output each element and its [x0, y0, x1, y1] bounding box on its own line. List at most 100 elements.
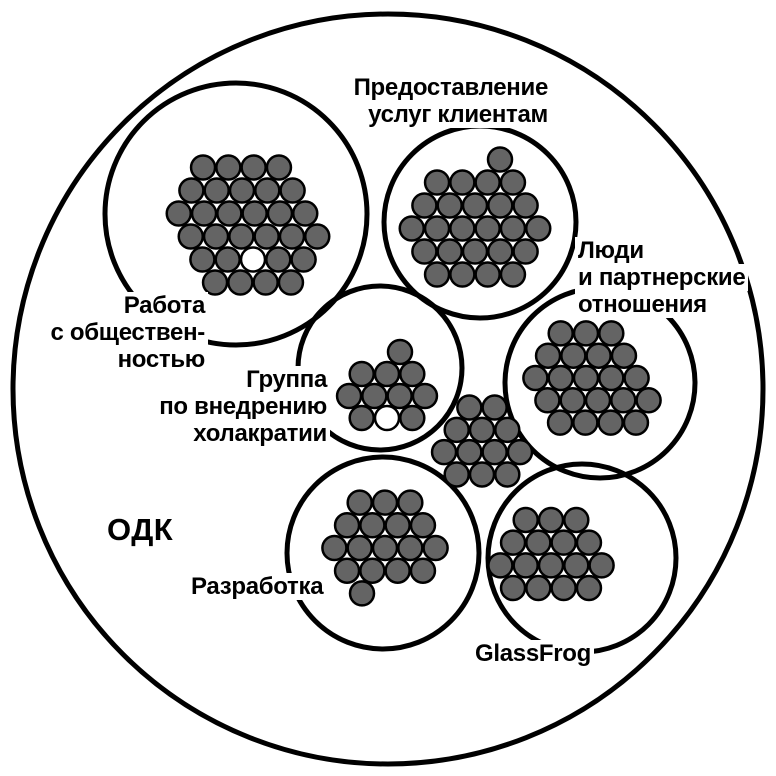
role-dot-client-services: [436, 192, 463, 219]
label-line: Люди: [575, 237, 647, 264]
role-dot-glassfrog: [550, 529, 577, 556]
role-dot-development: [346, 489, 373, 516]
label-line: с обществен-: [47, 319, 208, 346]
role-dot-general-company: [481, 394, 508, 421]
role-dot-development: [384, 512, 411, 539]
role-dot-community: [215, 154, 242, 181]
role-dot-client-services: [487, 192, 514, 219]
role-dot-development: [333, 512, 361, 539]
role-dot-glassfrog: [575, 529, 603, 556]
role-dot-community: [279, 177, 306, 204]
role-dot-client-services: [487, 238, 514, 265]
open-role-dot-community: [239, 246, 267, 273]
role-dot-glassfrog: [550, 574, 577, 602]
label-line: отношения: [575, 291, 710, 318]
role-dot-community: [292, 200, 319, 227]
circle-development: [284, 454, 482, 652]
role-dot-glassfrog: [512, 552, 539, 579]
role-dot-community: [189, 154, 217, 181]
role-dot-community: [203, 177, 230, 204]
role-dot-glassfrog: [537, 506, 565, 534]
role-dot-community: [228, 177, 256, 204]
role-dot-glassfrog: [537, 552, 565, 579]
role-dot-people-partnership: [546, 409, 574, 436]
role-dot-client-services: [398, 215, 425, 242]
role-dot-community: [265, 154, 293, 181]
role-dot-client-services: [512, 192, 539, 219]
role-dot-community: [278, 223, 306, 250]
role-dot-general-company: [494, 461, 521, 488]
role-dot-holacracy-group: [399, 360, 426, 388]
role-dot-client-services: [423, 215, 451, 242]
role-dot-glassfrog: [487, 552, 514, 579]
role-dot-development: [359, 557, 386, 584]
circle-community: [102, 80, 370, 348]
role-dot-glassfrog: [563, 506, 590, 534]
role-dot-community: [214, 246, 241, 273]
role-dot-client-services: [449, 215, 476, 242]
role-dot-client-services: [449, 169, 476, 196]
role-dot-holacracy-group: [361, 382, 388, 410]
role-dot-general-company: [443, 416, 470, 444]
role-dot-community: [216, 200, 243, 227]
role-dot-client-services: [461, 192, 489, 219]
role-dot-community: [277, 269, 305, 296]
role-dot-community: [201, 269, 229, 296]
role-dot-general-company: [494, 416, 521, 444]
role-dot-client-services: [474, 215, 501, 242]
role-dot-development: [359, 512, 386, 539]
role-dot-people-partnership: [622, 409, 650, 436]
role-dot-people-partnership: [597, 409, 624, 436]
role-dot-people-partnership: [610, 342, 638, 369]
role-dot-glassfrog: [499, 574, 527, 602]
label-line: Разработка: [188, 573, 327, 600]
role-dot-general-company: [481, 438, 508, 466]
role-dot-client-services: [486, 146, 514, 173]
label-line: по внедрению: [156, 393, 330, 420]
role-dot-client-services: [423, 261, 451, 288]
role-dot-glassfrog: [512, 506, 539, 534]
role-dot-glassfrog: [588, 552, 615, 579]
role-dot-glassfrog: [525, 529, 552, 556]
role-dot-community: [266, 200, 294, 227]
label-line: Предоставление: [350, 74, 551, 101]
role-dot-community: [202, 223, 230, 250]
role-dot-community: [189, 246, 216, 273]
role-dot-holacracy-group: [348, 360, 375, 388]
role-dot-client-services: [436, 238, 463, 265]
role-dot-holacracy-group: [373, 360, 401, 388]
label-line: ОДК: [104, 514, 177, 545]
role-dot-people-partnership: [610, 387, 637, 414]
role-dot-community: [178, 177, 205, 204]
role-dot-community: [252, 269, 279, 296]
role-dot-general-company: [430, 438, 458, 466]
role-dot-development: [333, 557, 361, 584]
role-dot-glassfrog: [499, 529, 527, 556]
label-line: Работа: [120, 292, 208, 319]
label-client-services: Предоставление услуг клиентам: [350, 74, 551, 128]
role-dot-client-services: [499, 169, 527, 196]
label-development: Разработка: [188, 573, 327, 600]
role-dot-community: [254, 177, 281, 204]
label-community-relations: Работа с обществен- ностью: [47, 292, 208, 373]
role-dot-glassfrog: [525, 574, 552, 602]
role-dot-development: [348, 580, 376, 607]
role-dot-development: [384, 557, 411, 584]
role-dot-client-services: [449, 261, 476, 288]
label-people-partnership: Люди и партнерские отношения: [575, 237, 749, 318]
role-dot-people-partnership: [572, 364, 600, 392]
label-line: холакратии: [190, 420, 330, 447]
role-dot-community: [228, 223, 255, 250]
role-dot-development: [397, 489, 424, 516]
role-dot-people-partnership: [534, 342, 562, 369]
role-dot-community: [265, 246, 292, 273]
role-dot-development: [371, 534, 399, 562]
role-dot-people-partnership: [598, 364, 625, 392]
role-dot-people-partnership: [572, 409, 599, 436]
role-dot-client-services: [499, 215, 527, 242]
role-dot-development: [346, 534, 373, 562]
role-dot-glassfrog: [563, 552, 590, 579]
label-line: и партнерские: [575, 264, 749, 291]
